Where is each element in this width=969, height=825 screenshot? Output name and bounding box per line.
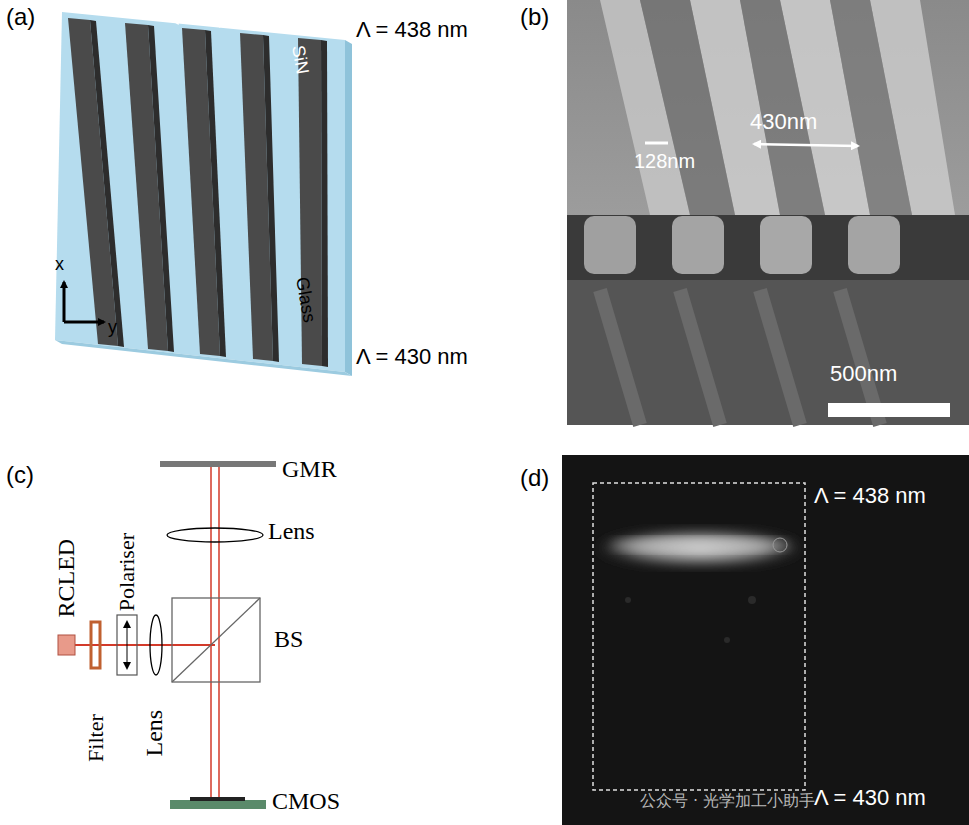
dimension-label: 430nm bbox=[750, 110, 817, 134]
period-label: Λ = 438 nm bbox=[356, 18, 468, 42]
component-label: GMR bbox=[282, 456, 337, 482]
axis-label: y bbox=[108, 318, 117, 338]
panel-letter: (a) bbox=[6, 4, 35, 30]
panel-letter: (d) bbox=[520, 465, 549, 491]
period-arrow bbox=[754, 144, 858, 146]
axis-label: x bbox=[55, 255, 64, 275]
optical-setup bbox=[58, 461, 276, 809]
axes bbox=[64, 282, 104, 322]
component-label: Filter bbox=[84, 714, 108, 762]
scale-label: 500nm bbox=[830, 362, 897, 386]
component-label: RCLED bbox=[53, 539, 79, 618]
period-label: Λ = 430 nm bbox=[814, 786, 926, 810]
material-label: SiN bbox=[288, 44, 313, 76]
panel-letter: (b) bbox=[520, 4, 549, 30]
component-label: BS bbox=[274, 626, 303, 652]
grating-sample bbox=[55, 12, 352, 376]
component-label: CMOS bbox=[272, 788, 340, 814]
period-label: Λ = 430 nm bbox=[356, 345, 468, 369]
panel-letter: (c) bbox=[6, 462, 34, 488]
watermark: 公众号 · 光学加工小助手 bbox=[640, 792, 815, 810]
period-label: Λ = 438 nm bbox=[814, 484, 926, 508]
sem-image bbox=[567, 0, 969, 425]
width-bar bbox=[645, 142, 668, 145]
camera-image bbox=[562, 455, 969, 825]
component-label: Lens bbox=[141, 710, 167, 757]
dimension-label: 128nm bbox=[634, 150, 695, 172]
component-label: Polariser bbox=[115, 533, 139, 611]
period-symbol: Λ bbox=[190, 0, 203, 22]
component-label: Lens bbox=[268, 518, 315, 544]
